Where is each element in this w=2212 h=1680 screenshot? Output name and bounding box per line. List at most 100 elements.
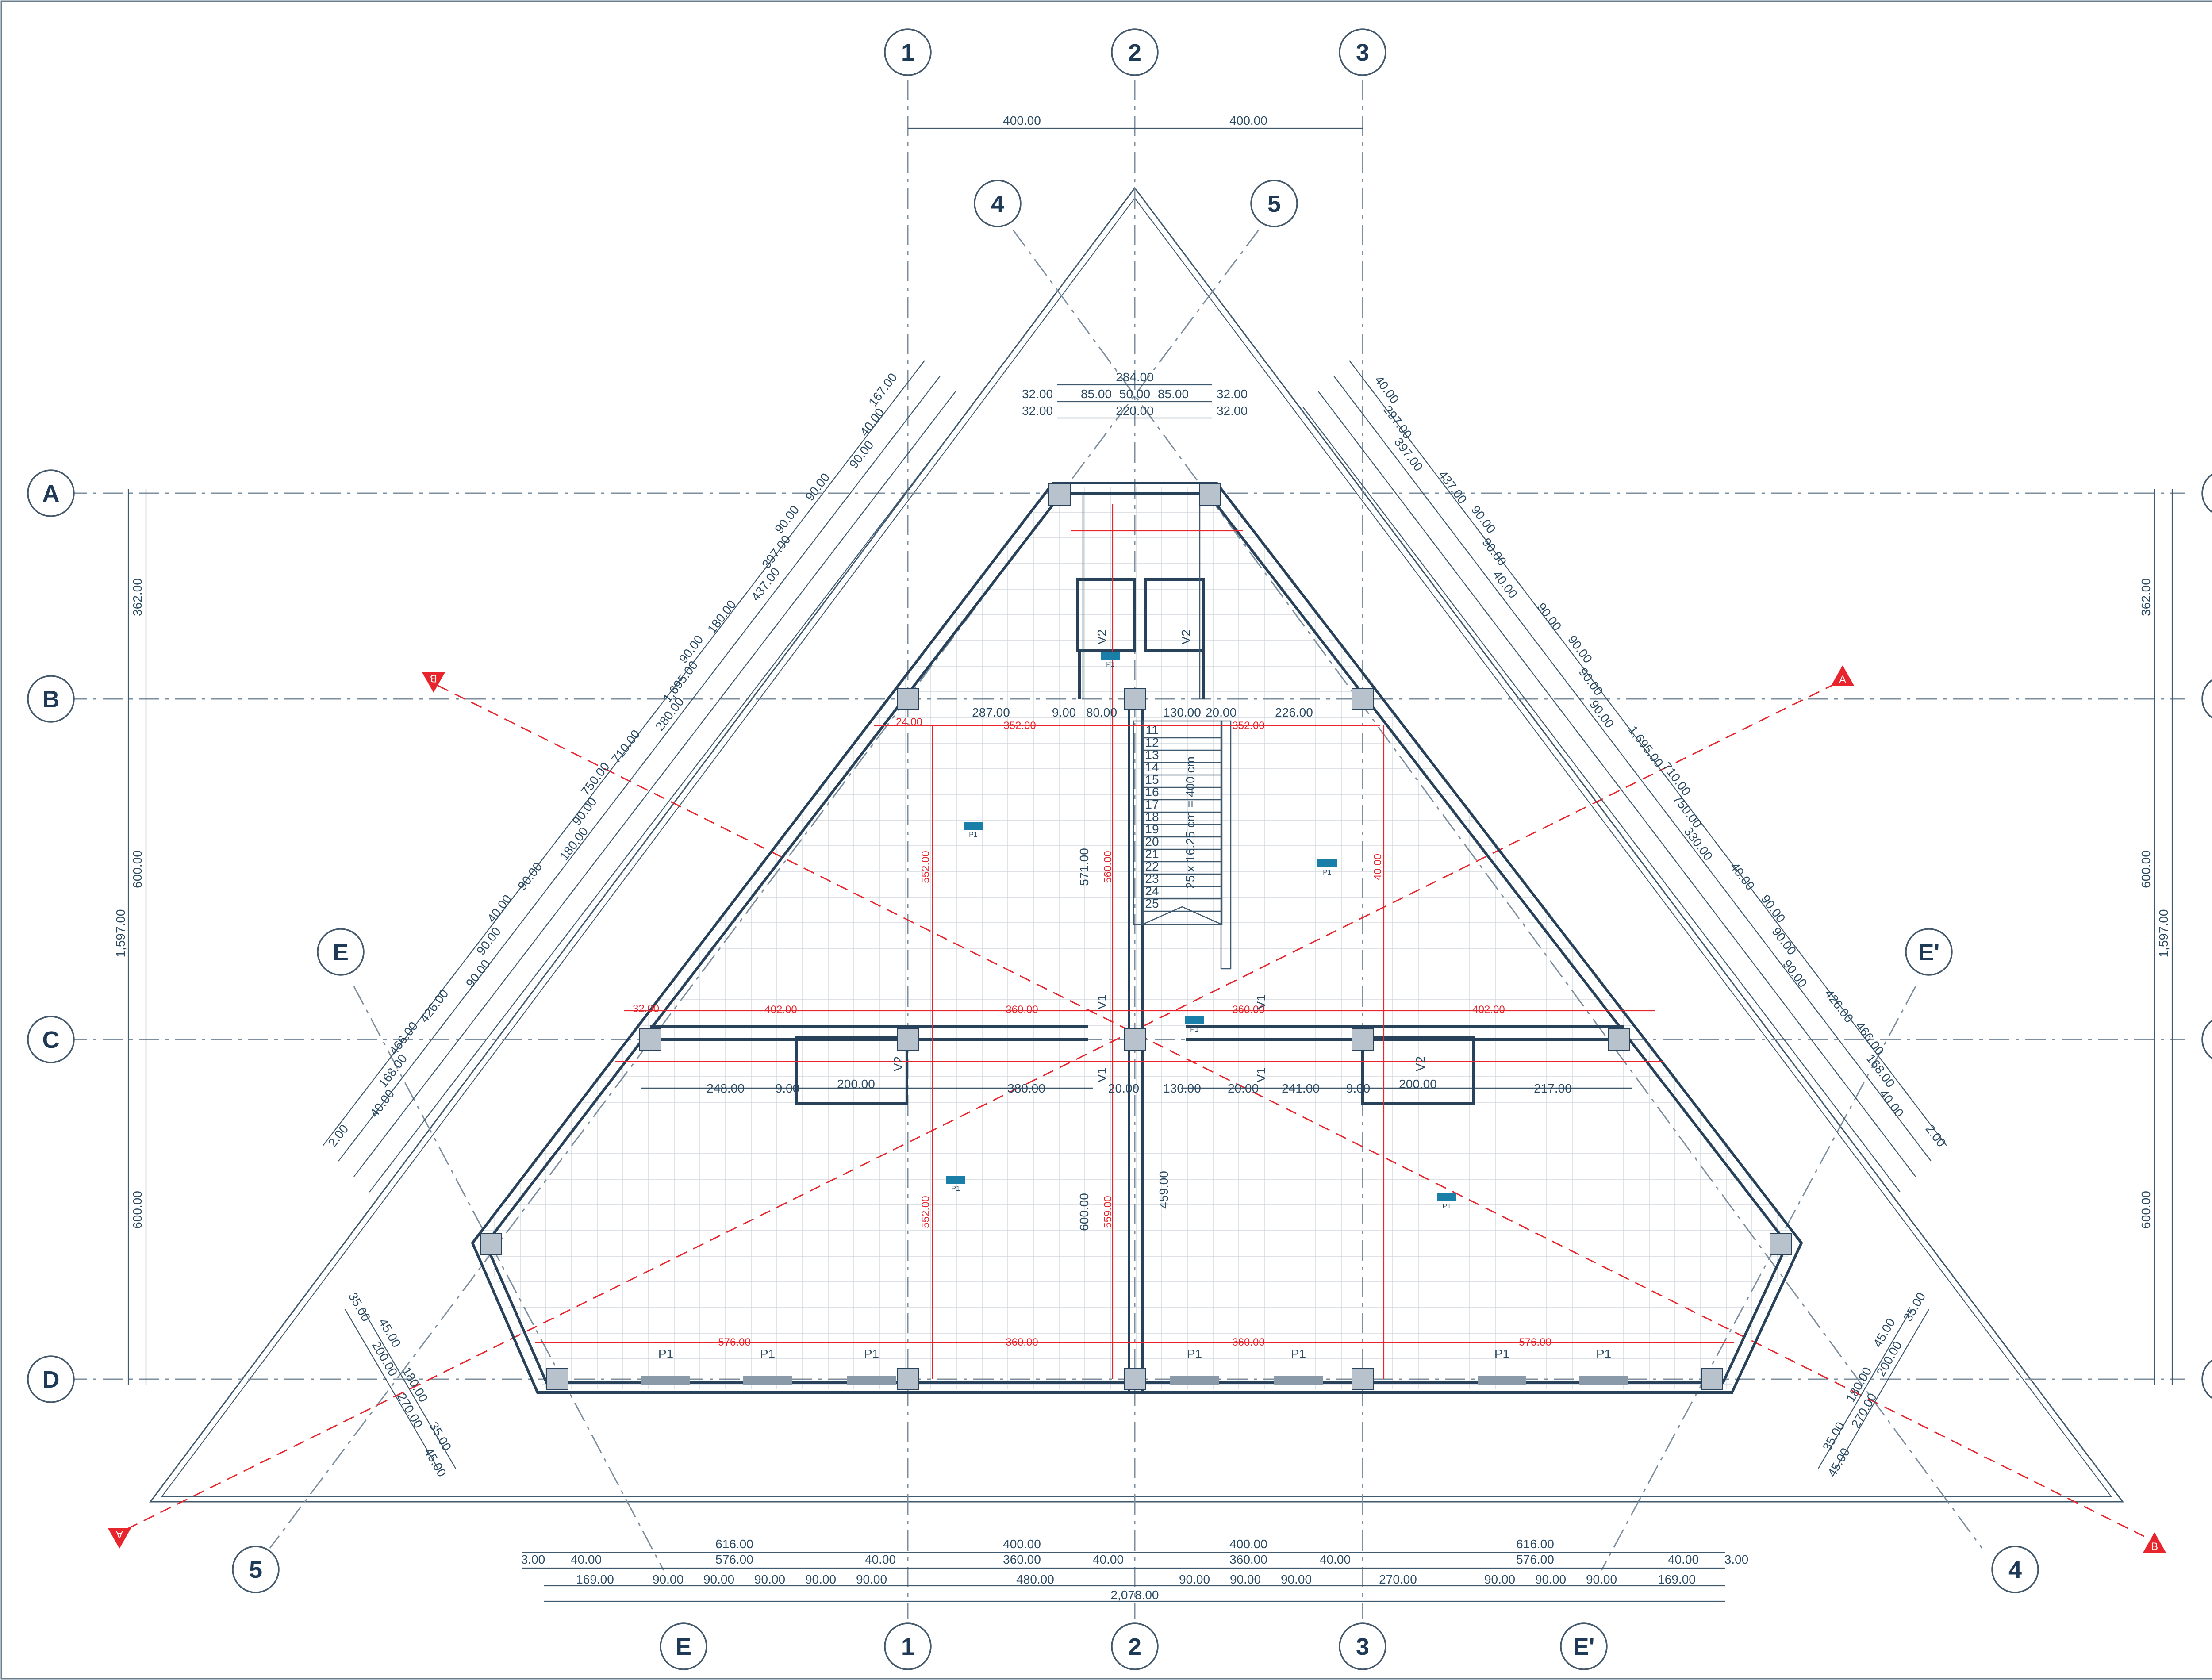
dim-top-3: 284.00: [1116, 370, 1154, 384]
stair-step-25: 25: [1145, 897, 1159, 910]
dim-bottom-r3-1: 169.00: [576, 1573, 614, 1586]
dim-bottom-r3-2: 90.00: [653, 1573, 684, 1586]
dim-top-10: 220.00: [1116, 404, 1154, 418]
door-tag-3: V1: [1254, 994, 1268, 1009]
dim-bottom-total: 2,078.00: [1111, 1588, 1159, 1602]
dim-right-diag-7: 40.00: [1490, 568, 1520, 601]
dim-interior-14: 9.00: [776, 1082, 800, 1095]
dim-left-diag-10: 1,695.00: [660, 658, 700, 705]
stair-step-24: 24: [1145, 884, 1159, 898]
dim-left-diag-23: 40.00: [367, 1087, 397, 1120]
stair-step-17: 17: [1145, 798, 1159, 811]
exterior-dimension-lines: [127, 127, 2173, 1602]
dim-left-diag-19: 90.00: [463, 957, 493, 990]
dim-top-7: 85.00: [1158, 387, 1189, 401]
dim-interior-v-2: 560.00: [1102, 851, 1114, 883]
dim-interior-v-8: 40.00: [1372, 854, 1384, 880]
door-tag-6: V2: [1413, 1056, 1427, 1071]
window-opening: [641, 1376, 690, 1385]
dim-right-diag-9: 90.00: [1565, 633, 1595, 665]
dim-bottom-r2-1: 3.00: [521, 1553, 545, 1566]
dim-interior-2: 9.00: [1052, 706, 1076, 719]
grid-bubble-row-d-left: D: [27, 1355, 75, 1403]
right-diagonal-dimensions: 40.00297.00397.00437.0090.0090.0040.0090…: [1372, 373, 1948, 1150]
dim-bottom-r3-15: 169.00: [1658, 1573, 1696, 1586]
svg-text:A: A: [1839, 674, 1846, 686]
dim-right-diag-6: 90.00: [1479, 535, 1509, 568]
dim-right-diag-15: 330.00: [1682, 825, 1716, 863]
column-post: [1701, 1368, 1723, 1390]
column-post: [1608, 1028, 1630, 1051]
dim-interior-25: 360.00: [1006, 1336, 1038, 1348]
dim-left-diag-15: 180.00: [557, 825, 591, 863]
dim-right-diag-21: 466.00: [1853, 1019, 1887, 1058]
dim-bottom-r2-5: 360.00: [1003, 1553, 1041, 1566]
dim-top-2: 400.00: [1229, 114, 1267, 127]
dim-right-v4: 1,597.00: [2157, 909, 2170, 958]
grid-bubble-4-bottom: 4: [1991, 1546, 2039, 1593]
room-tag-2: P1: [1323, 869, 1332, 876]
dim-right-diag-22: 168.00: [1864, 1051, 1898, 1090]
stair-step-11: 11: [1145, 723, 1158, 737]
window-tag-2: P1: [760, 1347, 775, 1361]
stair-step-20: 20: [1145, 835, 1159, 848]
grid-bubble-row-c-left: C: [27, 1016, 75, 1063]
dim-left-diag-5: 90.00: [772, 503, 802, 536]
section-marker-a: A: [108, 1528, 131, 1549]
column-post: [1352, 688, 1374, 710]
dim-interior-v-7: 552.00: [920, 851, 932, 883]
svg-text:4: 4: [2008, 1557, 2022, 1583]
dim-top-8: 32.00: [1217, 387, 1248, 401]
dim-bottom-r3-8: 90.00: [1179, 1573, 1210, 1586]
door-tag-1: V1: [1095, 994, 1109, 1009]
dim-left-diag-1: 167.00: [866, 370, 900, 409]
svg-text:B: B: [430, 672, 437, 684]
room-tag-box: [946, 1176, 965, 1184]
window-opening: [1478, 1376, 1526, 1385]
svg-text:C: C: [42, 1027, 60, 1053]
dim-small-left-1: 35.00: [346, 1290, 373, 1323]
dim-left-diag-12: 710.00: [609, 727, 643, 766]
dim-interior-24: 576.00: [718, 1336, 750, 1348]
svg-text:3: 3: [1356, 39, 1369, 66]
room-tag-3: P1: [951, 1185, 960, 1193]
stair-step-22: 22: [1145, 859, 1159, 873]
grid-bubble-row-d-right: D: [2201, 1359, 2212, 1399]
stair-step-23: 23: [1145, 872, 1159, 886]
stair-step-19: 19: [1145, 822, 1159, 836]
dim-right-v3: 600.00: [2139, 1191, 2153, 1229]
column-post: [639, 1028, 661, 1051]
window-opening: [847, 1376, 896, 1385]
window-tag-7: P1: [1596, 1347, 1611, 1361]
dim-right-diag-13: 710.00: [1660, 759, 1694, 798]
dim-interior-26: 360.00: [1232, 1336, 1264, 1348]
dim-interior-3: 80.00: [1086, 706, 1117, 719]
dim-left-diag-14: 90.00: [570, 795, 599, 828]
svg-text:5: 5: [249, 1557, 262, 1583]
dim-bottom-r2-9: 576.00: [1516, 1553, 1554, 1566]
dim-right-diag-2: 297.00: [1381, 403, 1415, 441]
section-marker-a: A: [1831, 665, 1854, 686]
dim-right-diag-18: 90.00: [1769, 924, 1799, 957]
dim-bottom-r1-2: 400.00: [1003, 1537, 1041, 1551]
stair-note: 25 x 16.25 cm = 400 cm: [1183, 756, 1197, 889]
room-tag-4: P1: [1442, 1203, 1451, 1210]
column-post: [1048, 483, 1071, 506]
door-tag-8: V2: [1179, 629, 1193, 644]
svg-text:E: E: [676, 1634, 691, 1660]
dim-interior-20: 9.00: [1346, 1082, 1371, 1095]
column-post: [546, 1368, 568, 1390]
window-opening: [1274, 1376, 1323, 1385]
svg-text:E: E: [333, 939, 349, 966]
dim-right-diag-8: 90.00: [1534, 600, 1564, 633]
grid-bubble-col-1-bottom: 1: [884, 1622, 932, 1670]
svg-text:1: 1: [901, 39, 914, 66]
dim-top-9: 32.00: [1022, 404, 1053, 418]
column-post: [1199, 483, 1221, 506]
stair-step-15: 15: [1145, 773, 1159, 786]
